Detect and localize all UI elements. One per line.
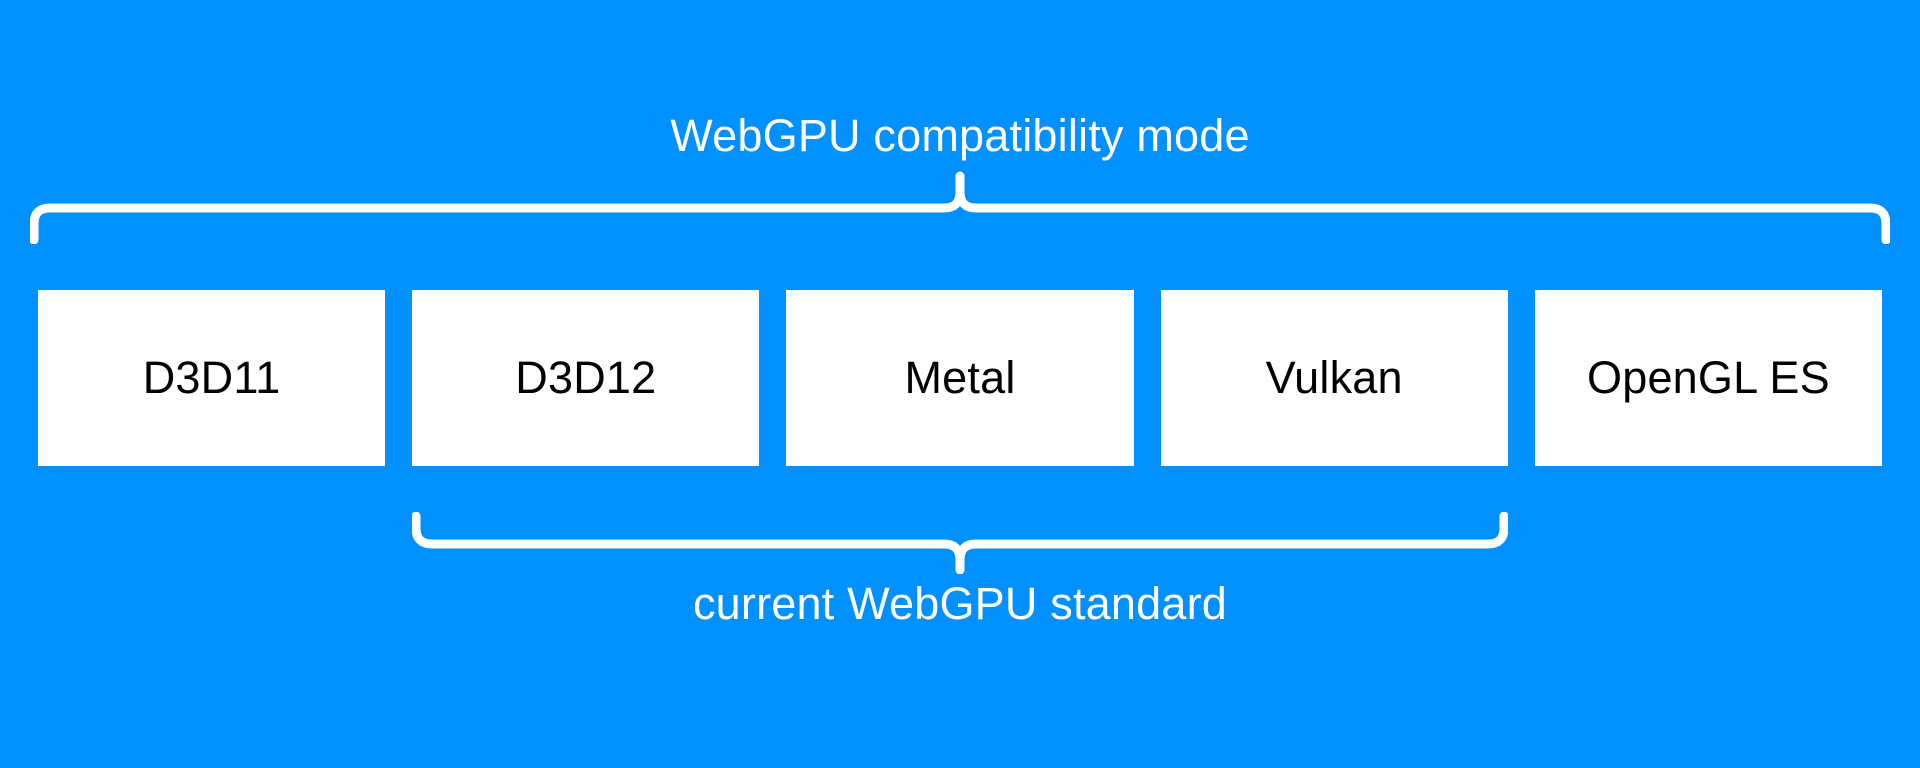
- top-group-label: WebGPU compatibility mode: [670, 110, 1250, 161]
- api-box-label: D3D11: [142, 352, 281, 403]
- api-box-label: Vulkan: [1265, 352, 1403, 403]
- top-brace-icon: [30, 171, 1890, 244]
- api-box-metal[interactable]: Metal: [786, 290, 1134, 466]
- api-box-vulkan[interactable]: Vulkan: [1160, 290, 1508, 466]
- api-box-d3d11[interactable]: D3D11: [38, 290, 386, 466]
- bottom-group-label: current WebGPU standard: [692, 578, 1227, 629]
- bottom-brace-icon: [412, 512, 1508, 574]
- api-box-row: D3D11 D3D12 Metal Vulkan OpenGL ES: [38, 290, 1883, 466]
- api-box-opengl-es[interactable]: OpenGL ES: [1534, 290, 1883, 466]
- api-box-label: Metal: [904, 352, 1016, 403]
- api-box-d3d12[interactable]: D3D12: [412, 290, 760, 466]
- api-box-label: OpenGL ES: [1587, 352, 1830, 403]
- api-box-label: D3D12: [515, 352, 657, 403]
